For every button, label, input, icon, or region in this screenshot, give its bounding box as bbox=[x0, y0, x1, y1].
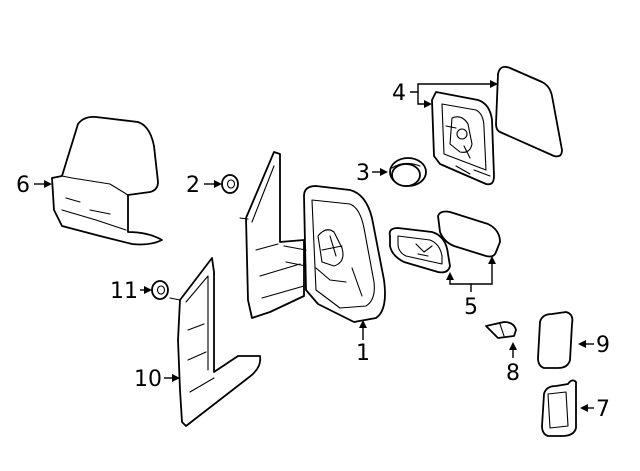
callout-11: 11 bbox=[110, 279, 138, 304]
callout-3: 3 bbox=[356, 161, 370, 186]
callout-9: 9 bbox=[596, 333, 610, 358]
part-5-lower-glass-cover bbox=[437, 210, 501, 258]
part-1-mirror-assembly bbox=[239, 151, 386, 323]
callout-6: 6 bbox=[16, 173, 30, 198]
part-4-glass-backing bbox=[431, 91, 495, 186]
callout-5: 5 bbox=[464, 295, 478, 320]
leader-lines bbox=[34, 80, 594, 412]
callout-8: 8 bbox=[506, 361, 520, 386]
part-8-bulb bbox=[485, 321, 517, 339]
callout-2: 2 bbox=[186, 173, 200, 198]
callout-4: 4 bbox=[392, 81, 406, 106]
part-6-mirror-cover bbox=[51, 115, 163, 246]
part-11-nut bbox=[151, 280, 169, 300]
part-10-sail-bracket bbox=[169, 257, 262, 427]
part-4-mirror-glass bbox=[495, 65, 563, 158]
part-5-lower-glass bbox=[388, 227, 451, 274]
callout-1: 1 bbox=[356, 341, 370, 366]
part-3-motor bbox=[389, 157, 427, 187]
callout-10: 10 bbox=[134, 367, 162, 392]
callout-7: 7 bbox=[596, 397, 610, 422]
part-7-lamp-lens bbox=[541, 379, 577, 437]
part-2-nut bbox=[221, 174, 239, 194]
part-9-cover bbox=[537, 311, 574, 369]
